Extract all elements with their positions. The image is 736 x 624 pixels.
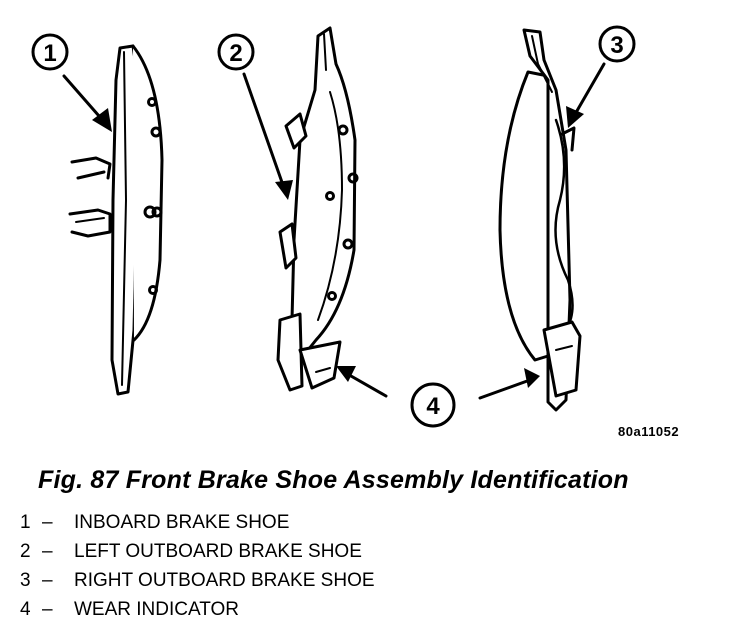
- legend-item-separator: –: [42, 570, 53, 591]
- legend-item-number: 4: [20, 599, 31, 620]
- callout-1: 1: [43, 40, 56, 67]
- legend-item-label: RIGHT OUTBOARD BRAKE SHOE: [74, 570, 375, 591]
- legend-item: 4–WEAR INDICATOR: [20, 595, 375, 624]
- right-outboard-brake-shoe: [498, 28, 582, 412]
- left-outboard-brake-shoe: [276, 26, 359, 392]
- inboard-brake-shoe: [68, 44, 164, 396]
- callout-4: 4: [426, 393, 440, 420]
- leader-line-2: [242, 72, 286, 190]
- legend-item-separator: –: [42, 599, 53, 620]
- arrowhead-1: [92, 108, 112, 132]
- callout-1-circle: [31, 33, 69, 71]
- arrowhead-4a: [336, 366, 356, 382]
- legend-item-number: 2: [20, 541, 31, 562]
- legend-item: 2–LEFT OUTBOARD BRAKE SHOE: [20, 537, 375, 566]
- callout-4-circle: [410, 382, 456, 428]
- legend-item-separator: –: [42, 541, 53, 562]
- arrowhead-3: [566, 106, 584, 128]
- arrowhead-2: [275, 180, 293, 200]
- brake-shoe-illustration: 1 2 3 4: [31, 25, 636, 428]
- legend-item-label: WEAR INDICATOR: [74, 599, 240, 620]
- callout-2-circle: [217, 33, 255, 71]
- legend-item-number: 1: [20, 512, 31, 533]
- legend-item: 3–RIGHT OUTBOARD BRAKE SHOE: [20, 566, 375, 595]
- legend-item-number: 3: [20, 570, 31, 591]
- legend-item-label: LEFT OUTBOARD BRAKE SHOE: [74, 541, 362, 562]
- arrowhead-4b: [524, 368, 540, 388]
- figure-caption: Fig. 87 Front Brake Shoe Assembly Identi…: [38, 466, 629, 494]
- legend-list: 1–INBOARD BRAKE SHOE 2–LEFT OUTBOARD BRA…: [20, 508, 375, 624]
- callout-3-circle: [598, 25, 636, 63]
- leader-line-3: [572, 62, 606, 118]
- callout-3: 3: [610, 32, 623, 59]
- figure-id-code: 80a11052: [618, 424, 680, 439]
- legend-item: 1–INBOARD BRAKE SHOE: [20, 508, 375, 537]
- legend-item-label: INBOARD BRAKE SHOE: [74, 512, 290, 533]
- callout-2: 2: [229, 40, 242, 67]
- leader-line-4b: [478, 378, 532, 400]
- legend-item-separator: –: [42, 512, 53, 533]
